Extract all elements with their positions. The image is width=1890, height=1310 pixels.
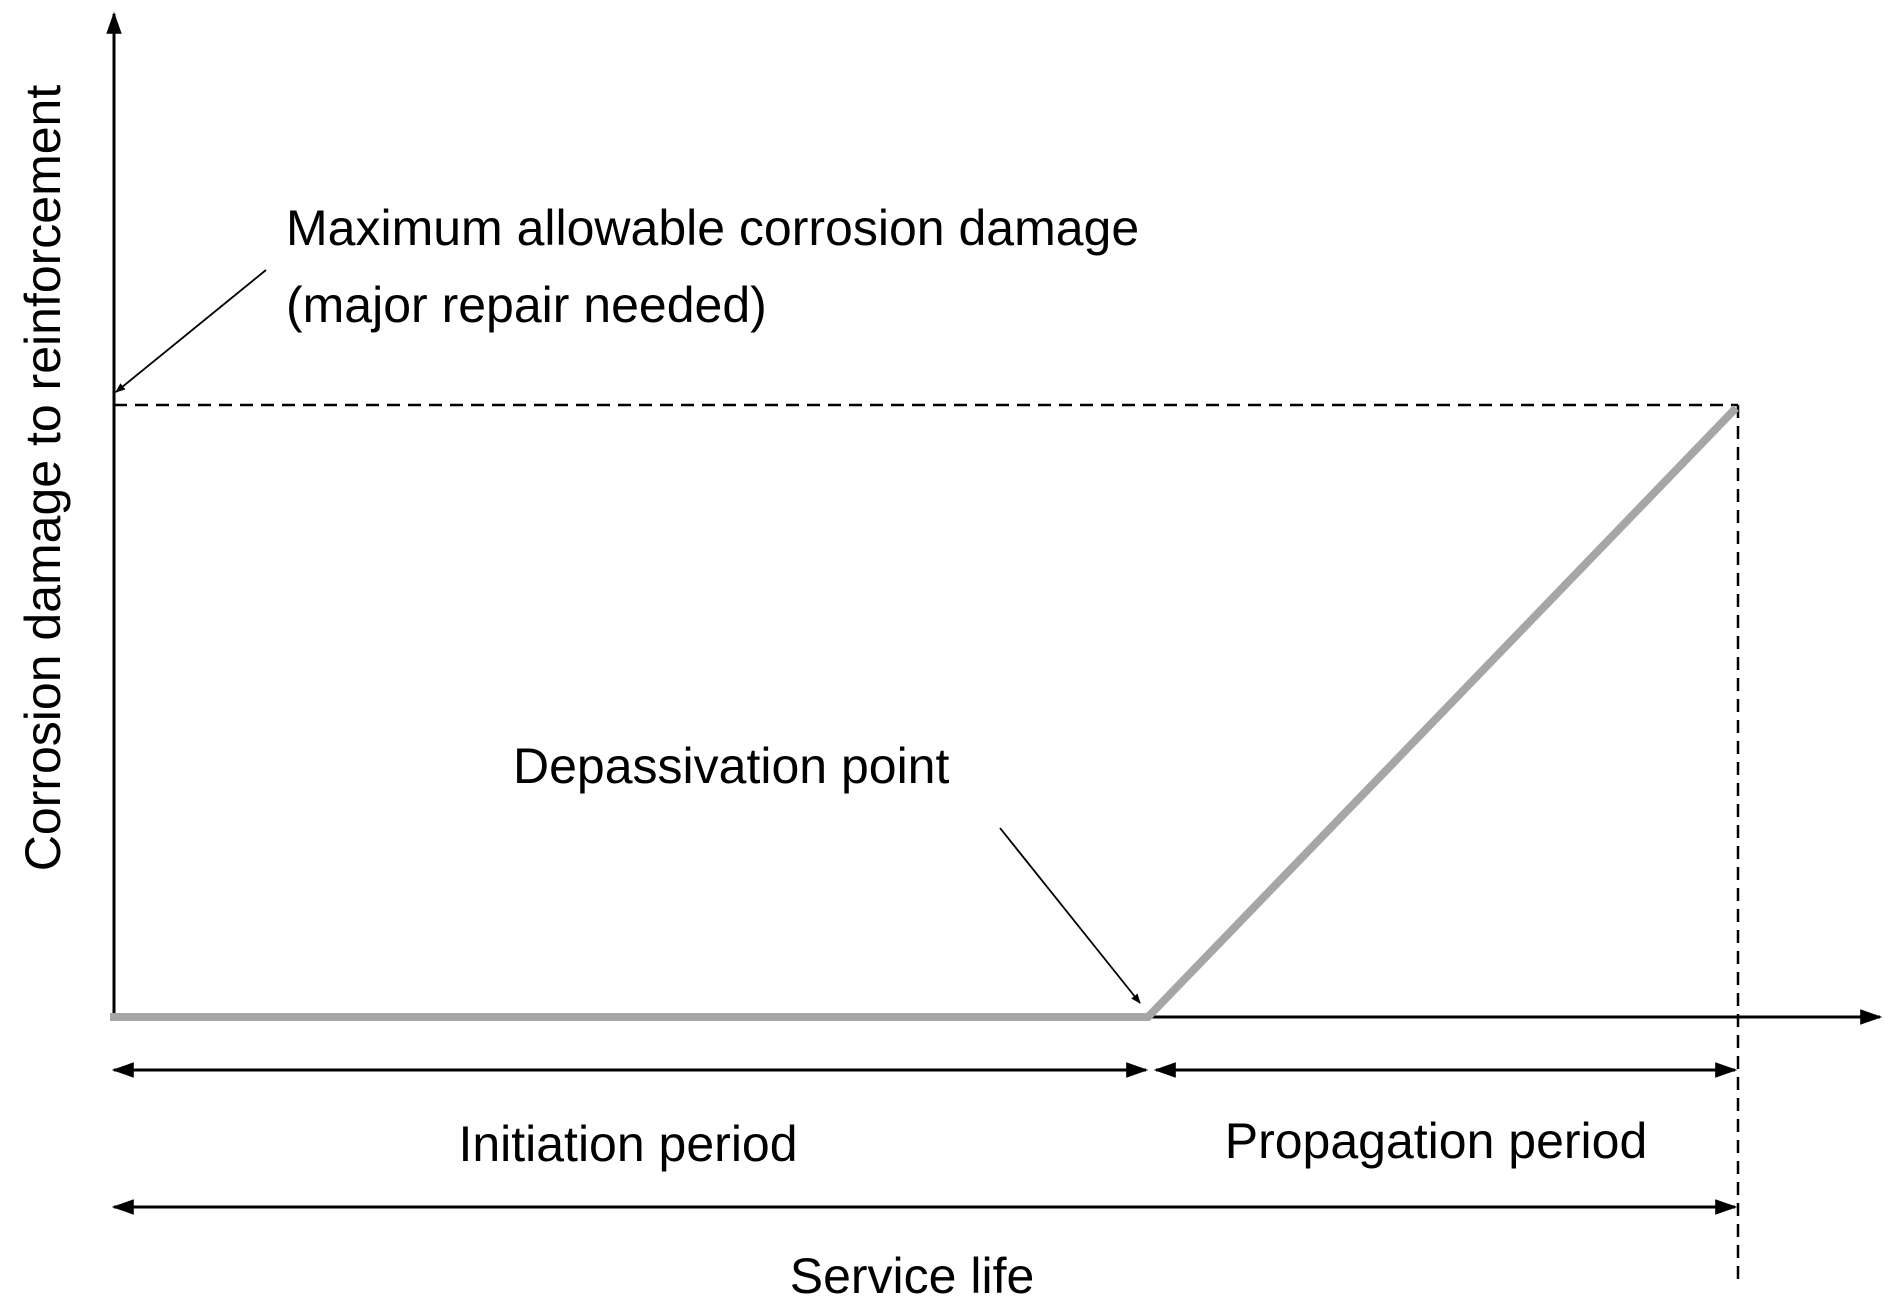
y-axis-label: Corrosion damage to reinforcement: [15, 85, 71, 872]
propagation-period-label: Propagation period: [1225, 1113, 1648, 1169]
max-damage-label-line1: Maximum allowable corrosion damage: [286, 200, 1139, 256]
max-damage-label-line2: (major repair needed): [286, 277, 767, 333]
max-damage-pointer-arrow: [115, 269, 267, 393]
initiation-period-label: Initiation period: [458, 1116, 797, 1172]
corrosion-damage-curve: [110, 405, 1739, 1021]
depassivation-point-label: Depassivation point: [513, 738, 949, 794]
depassivation-pointer-arrow: [999, 827, 1141, 1004]
service-life-label: Service life: [790, 1248, 1035, 1304]
